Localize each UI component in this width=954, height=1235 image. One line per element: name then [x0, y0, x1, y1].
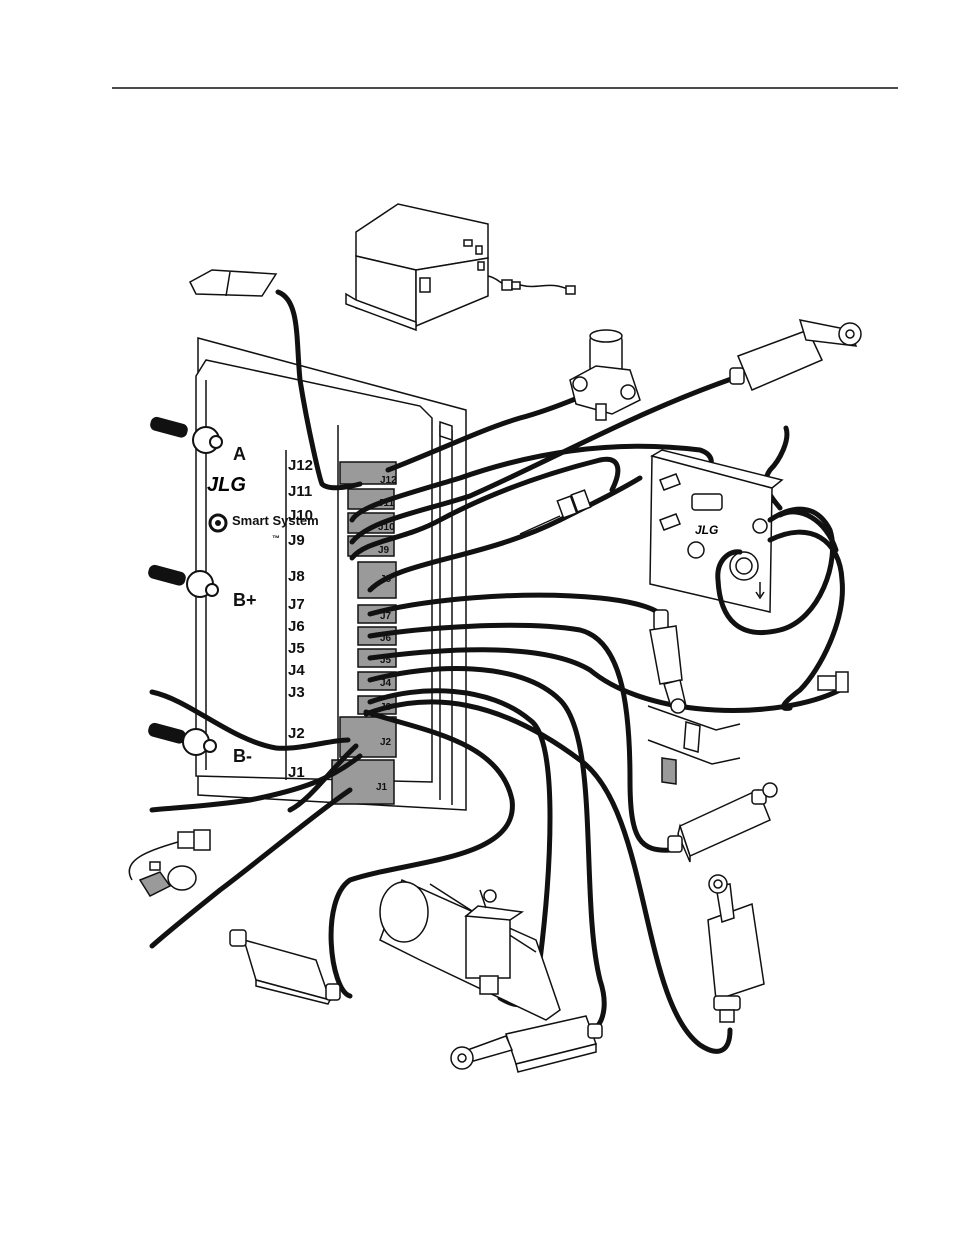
limit-switch-bottom-left [230, 930, 340, 1004]
jack-label-j6: J6 [288, 618, 305, 635]
solenoid-connector [129, 830, 210, 896]
jack-label-j10: J10 [288, 507, 313, 524]
jack-label-j3: J3 [288, 684, 305, 701]
lever-switch [650, 610, 686, 713]
limit-switch-top-right [730, 320, 861, 390]
terminal-label: B+ [233, 590, 257, 610]
panel-connector [818, 672, 848, 692]
plug-label: J9 [378, 545, 390, 556]
tilt-sensor [380, 880, 560, 1020]
pendant [190, 270, 276, 296]
boom-rails [648, 706, 740, 784]
jack-label-j7: J7 [288, 596, 305, 613]
limit-switch-right [668, 783, 777, 862]
jack-label-j5: J5 [288, 640, 305, 657]
jlg-logo: JLG [207, 474, 246, 496]
terminal-label: A [233, 444, 246, 464]
limit-switch-bottom [451, 1016, 602, 1072]
panel-jlg-logo: JLG [695, 523, 718, 537]
jack-label-j1: J1 [288, 764, 305, 781]
jack-label-j11: J11 [288, 483, 312, 500]
plug-label: J2 [380, 737, 392, 748]
jack-label-j12: J12 [288, 457, 313, 474]
terminal-label: B- [233, 746, 252, 766]
jack-label-j9: J9 [288, 532, 305, 549]
ground-control-panel: JLG [650, 450, 782, 612]
plug-label: J12 [380, 475, 397, 486]
pressure-sensor [570, 330, 640, 420]
plug-label: J4 [380, 678, 392, 689]
brand-tm: ™ [272, 534, 280, 543]
jack-label-j8: J8 [288, 568, 305, 585]
limit-switch-vertical [708, 875, 764, 1022]
module-housing [196, 338, 466, 810]
jack-label-j2: J2 [288, 725, 305, 742]
jack-label-j4: J4 [288, 662, 305, 679]
plug-label: J1 [376, 782, 388, 793]
control-box [346, 204, 575, 330]
